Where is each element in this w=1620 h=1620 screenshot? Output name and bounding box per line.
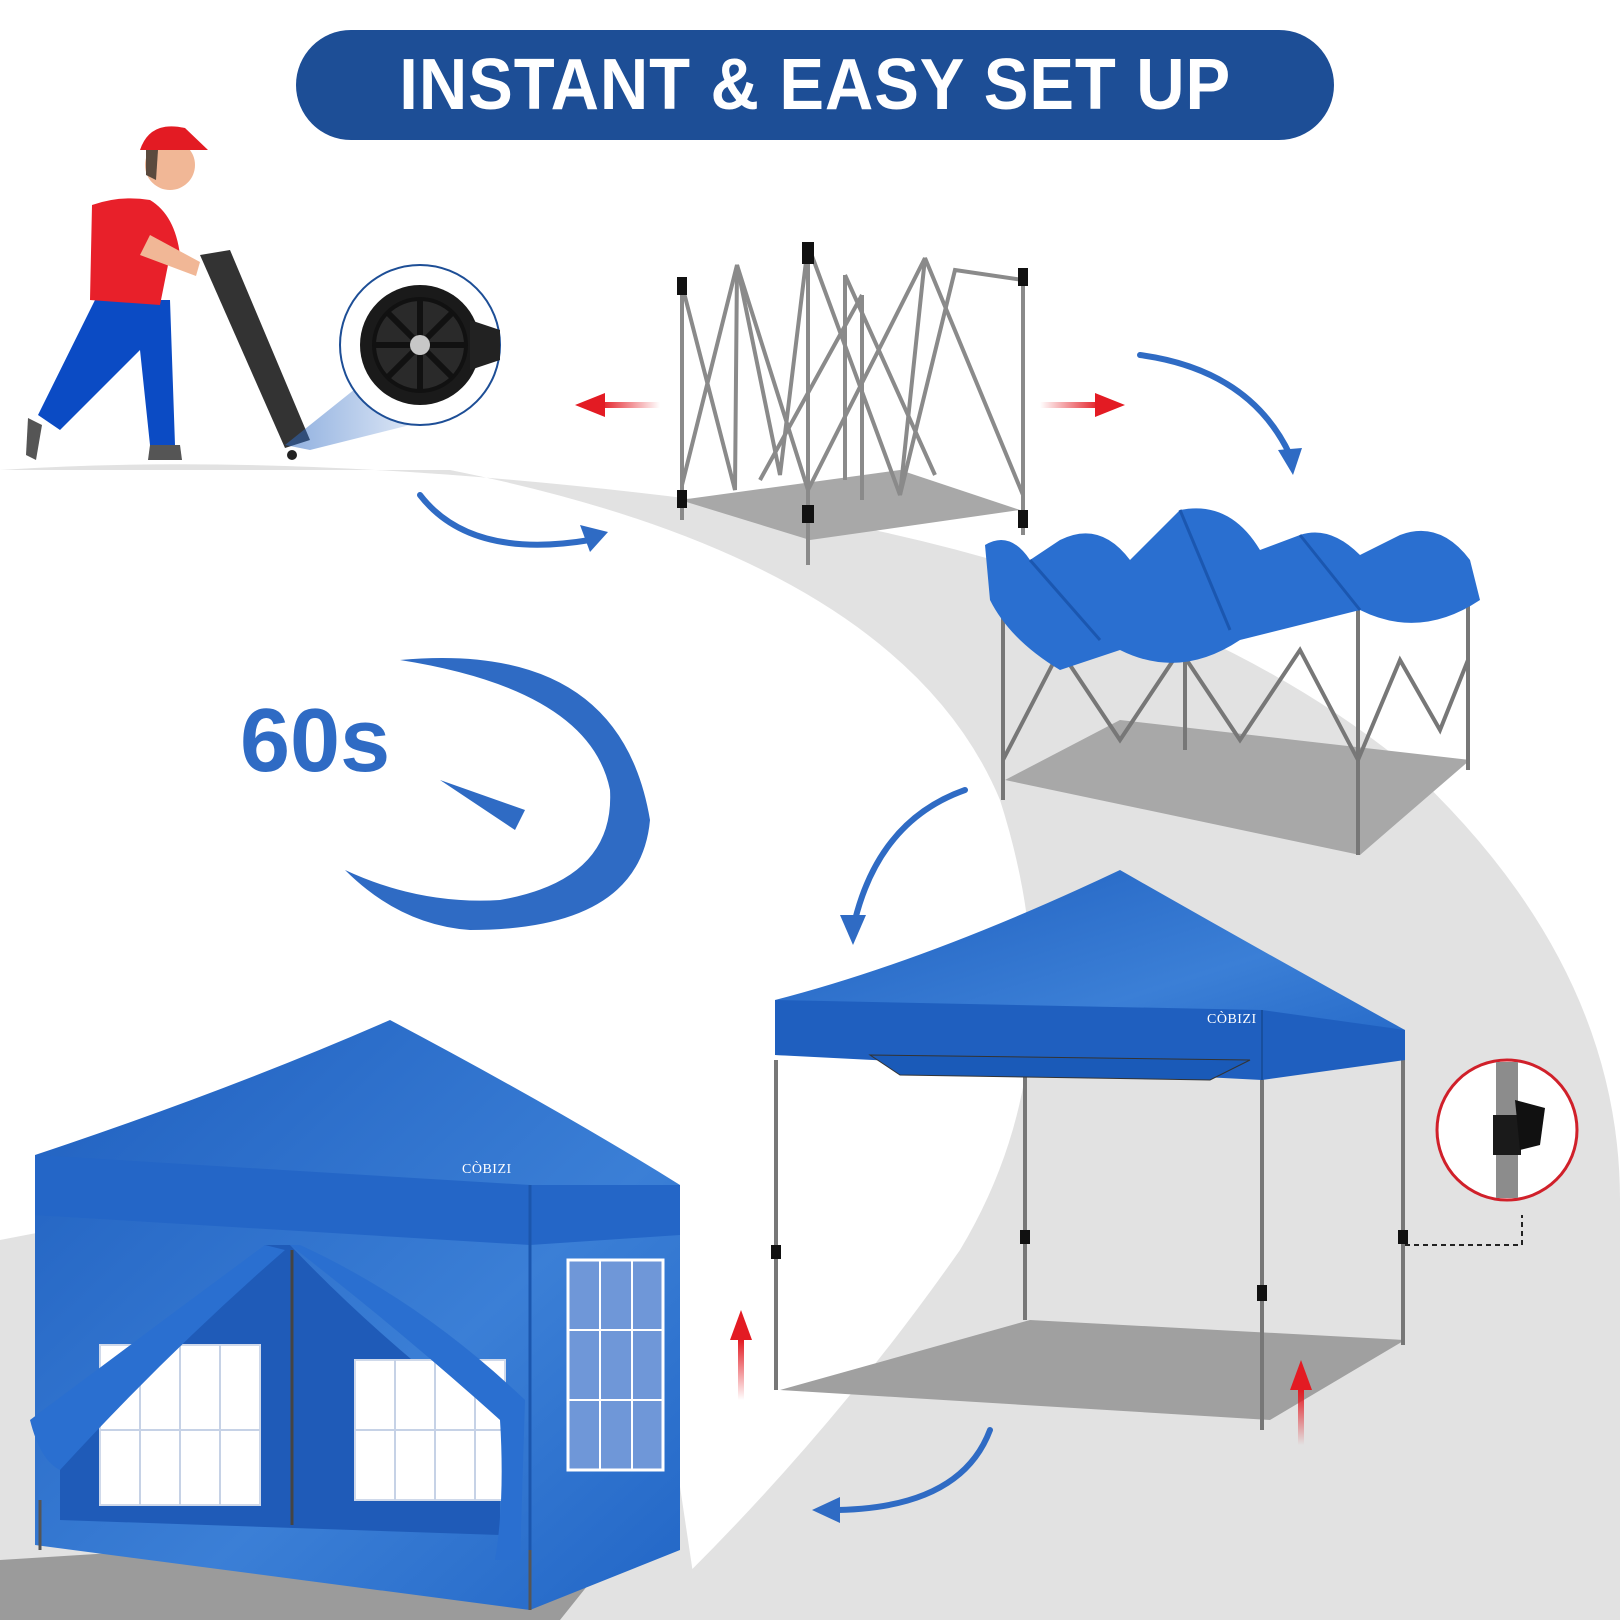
frame-with-canopy [985, 508, 1480, 855]
title-banner: INSTANT & EASY SET UP [296, 30, 1334, 140]
brand-label-tent: CÒBIZI [462, 1162, 512, 1177]
wheel-closeup [339, 264, 501, 426]
canopy-raised [730, 870, 1523, 1445]
expanded-frame [677, 242, 1028, 565]
flow-arrow-heads [580, 448, 1302, 1523]
timer-label: 60s [240, 691, 391, 791]
timer-icon [345, 658, 650, 930]
tent-with-sidewalls [0, 1020, 680, 1620]
person-pushing-bag [26, 126, 430, 460]
expand-arrows [575, 393, 1125, 417]
title-text: INSTANT & EASY SET UP [399, 45, 1231, 125]
brand-label-canopy: CÒBIZI [1207, 1012, 1257, 1027]
flow-arrows [417, 352, 1293, 1513]
leg-lock-closeup [1435, 1058, 1579, 1202]
